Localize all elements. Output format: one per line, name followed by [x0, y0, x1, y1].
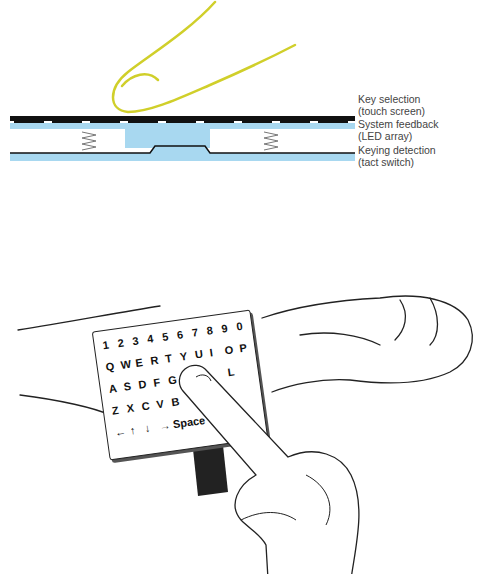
layer-label: Key selection (touch screen) — [358, 93, 450, 117]
key-label: U — [194, 348, 204, 361]
switch-layer — [10, 153, 355, 161]
key-label: Z — [111, 404, 119, 417]
key-label: → — [159, 419, 172, 432]
key-label: ↓ — [144, 422, 151, 435]
key-label: 8 — [206, 324, 214, 337]
wrist-keyboard: 1234567890QWERTYUIOP ASDFG L ZXCVB ←↑ ↓ →Space — [92, 309, 269, 460]
key-label: I — [209, 346, 214, 358]
led-block — [125, 129, 210, 148]
key-label: P — [239, 341, 248, 354]
key-label: G — [167, 373, 177, 386]
layer-label: Keying detection (tact switch) — [358, 144, 450, 168]
key-label: 7 — [191, 326, 199, 339]
key-label: 6 — [176, 328, 184, 341]
key-label: 3 — [132, 334, 140, 347]
key-label: W — [120, 358, 132, 371]
cross-section — [10, 116, 355, 161]
key-label: 0 — [236, 320, 244, 333]
key-label: O — [224, 343, 234, 356]
key-label: Q — [105, 360, 115, 373]
key-label: E — [135, 356, 144, 369]
key-label: ← — [114, 425, 127, 438]
led-layer — [10, 123, 355, 129]
layer-label: System feedback (LED array) — [358, 118, 450, 142]
key-label: D — [138, 378, 148, 391]
key-label: Y — [179, 350, 188, 363]
key-label: Space — [172, 414, 206, 430]
key-label: V — [156, 397, 165, 410]
key-label: B — [170, 395, 180, 408]
tact-switch — [150, 146, 210, 153]
touch-screen-layer — [10, 116, 355, 121]
key-label: L — [227, 365, 235, 378]
key-label: T — [164, 352, 172, 365]
key-label: 9 — [221, 322, 229, 335]
key-label: X — [126, 402, 135, 415]
key-label: C — [141, 400, 151, 413]
key-label: S — [123, 380, 132, 393]
tact-switch-outline — [10, 146, 355, 153]
hand-illustration — [179, 365, 359, 574]
key-label: ↑ — [129, 424, 136, 437]
key-label: R — [150, 354, 160, 367]
key-label: 2 — [117, 336, 125, 349]
key-label: 4 — [146, 332, 154, 345]
key-label: F — [153, 376, 161, 389]
finger-outline — [113, 2, 295, 112]
key-label: 1 — [102, 339, 110, 352]
key-label: 5 — [161, 330, 169, 343]
key-label: A — [108, 382, 118, 395]
